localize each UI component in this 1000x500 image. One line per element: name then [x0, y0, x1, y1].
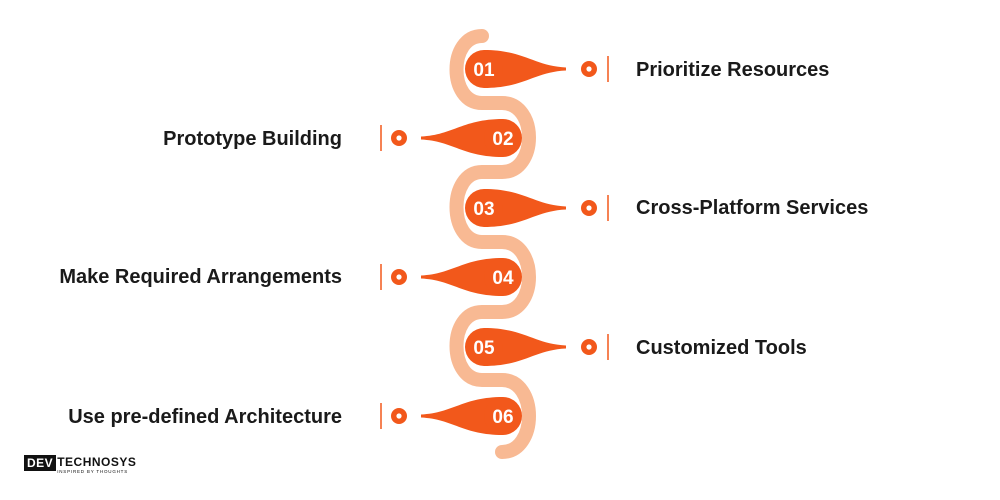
- step-03-badge: [465, 189, 503, 227]
- step-04-label: Make Required Arrangements: [59, 266, 342, 288]
- step-05-connector: [484, 328, 566, 366]
- step-03-number: 03: [473, 199, 494, 220]
- winding-path: [449, 29, 536, 459]
- step-01-number: 01: [473, 60, 495, 81]
- step-04-badge: [484, 258, 522, 296]
- step-06-marker: 06: [380, 397, 522, 435]
- step-03-connector: [484, 189, 566, 227]
- step-01-connector: [484, 50, 566, 88]
- step-03-label: Cross-Platform Services: [636, 197, 869, 219]
- step-02-number: 02: [492, 129, 513, 150]
- step-02-marker: 02: [380, 119, 522, 157]
- step-03-marker: 03: [465, 189, 609, 227]
- logo-tagline: INSPIRED BY THOUGHTS: [57, 469, 129, 474]
- step-01-label: Prioritize Resources: [636, 59, 830, 81]
- step-06-number: 06: [492, 407, 513, 428]
- step-05-label: Customized Tools: [636, 337, 807, 359]
- step-04-marker: 04: [380, 258, 522, 296]
- logo-main-text: TECHNOSYS: [57, 455, 137, 469]
- step-02-connector: [421, 119, 503, 157]
- step-04-connector: [421, 258, 503, 296]
- step-02-label: Prototype Building: [163, 128, 342, 150]
- step-05-marker: 05: [465, 328, 609, 366]
- step-04-number: 04: [492, 268, 514, 289]
- brand-logo: DEV TECHNOSYS INSPIRED BY THOUGHTS: [24, 455, 136, 477]
- step-05-number: 05: [473, 338, 495, 359]
- logo-box: DEV: [24, 455, 57, 471]
- step-01-marker: 01: [465, 50, 609, 88]
- step-05-badge: [465, 328, 503, 366]
- step-01-badge: [465, 50, 503, 88]
- step-06-connector: [421, 397, 503, 435]
- step-06-label: Use pre-defined Architecture: [68, 406, 342, 428]
- step-02-badge: [484, 119, 522, 157]
- step-06-badge: [484, 397, 522, 435]
